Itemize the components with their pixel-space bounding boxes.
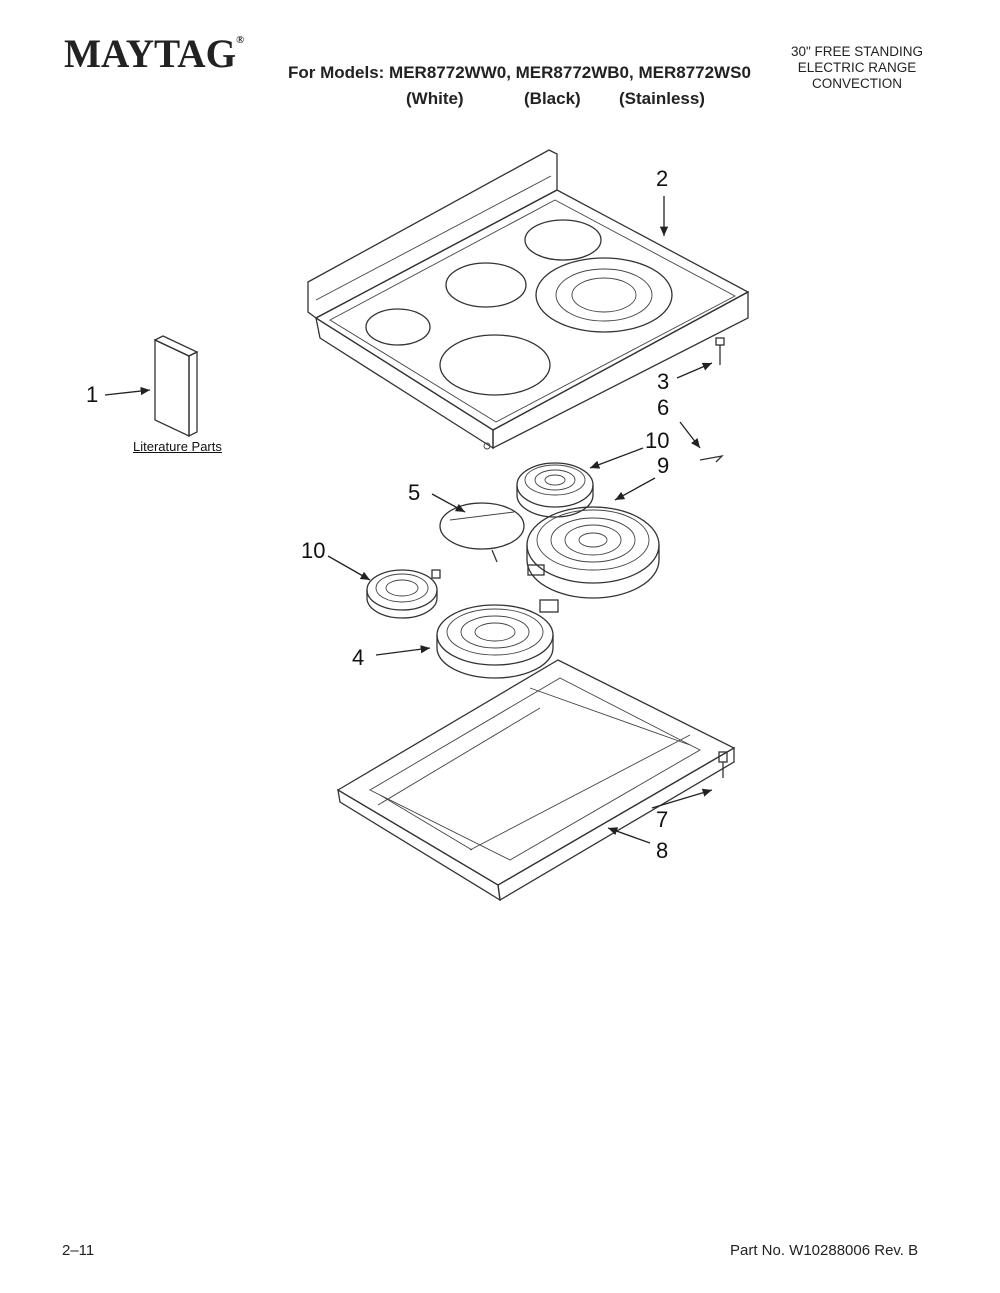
cooktop-illustration (307, 149, 750, 450)
callout-1: 1 (86, 382, 99, 407)
screw-illustration (715, 337, 725, 365)
callout-2: 2 (656, 166, 669, 191)
small-element-upper-illustration (516, 462, 594, 518)
callout-4: 4 (352, 645, 365, 670)
part-number: Part No. W10288006 Rev. B (730, 1242, 919, 1259)
literature-parts-label: Literature Parts (133, 439, 222, 454)
description-line: ELECTRIC RANGE (797, 60, 917, 75)
color-white-label: (White) (406, 89, 464, 108)
models-line: For Models: MER8772WW0, MER8772WB0, MER8… (288, 63, 751, 82)
brand-logo: MAYTAG® (64, 31, 245, 76)
heat-shield-illustration (439, 502, 525, 563)
callout-arrows (104, 196, 713, 844)
medium-element-illustration (436, 599, 559, 679)
color-black-label: (Black) (524, 89, 581, 108)
literature-booklet-illustration (153, 335, 199, 438)
product-description: 30" FREE STANDING ELECTRIC RANGE CONVECT… (762, 44, 952, 92)
callout-3: 3 (657, 369, 670, 394)
small-element-left-illustration (366, 569, 441, 619)
callout-6: 6 (657, 395, 670, 420)
description-line: CONVECTION (811, 76, 902, 91)
callout-10-upper: 10 (645, 428, 670, 453)
callout-7: 7 (656, 807, 669, 832)
callout-8: 8 (656, 838, 669, 863)
description-line: 30" FREE STANDING (790, 44, 924, 59)
callout-5: 5 (408, 480, 421, 505)
callout-10-left: 10 (301, 538, 326, 563)
page-number: 2–11 (62, 1242, 95, 1259)
callout-9: 9 (657, 453, 670, 478)
large-dual-element-illustration (526, 506, 660, 599)
clip-illustration (699, 454, 724, 463)
burner-box-illustration (336, 659, 736, 902)
screw-lower-illustration (718, 751, 728, 778)
color-stainless-label: (Stainless) (619, 89, 705, 108)
